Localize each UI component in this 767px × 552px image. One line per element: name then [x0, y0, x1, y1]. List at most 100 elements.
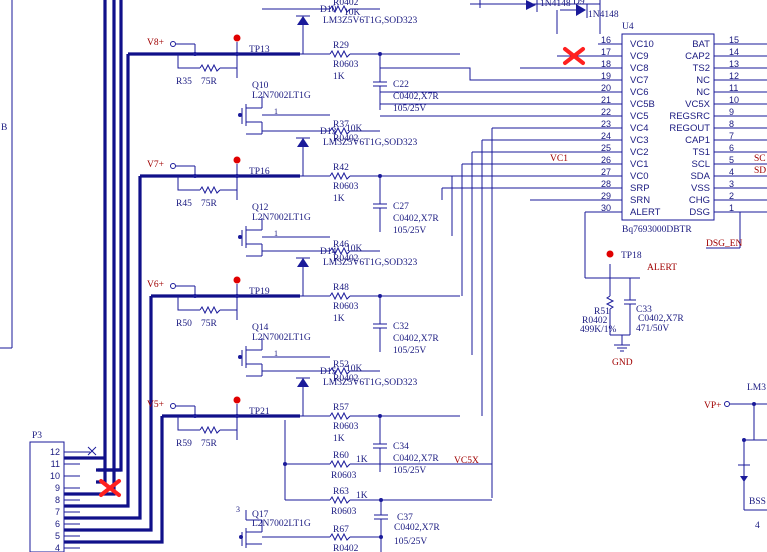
- pin-name: ALERT: [630, 207, 661, 218]
- gnd-label: GND: [612, 358, 633, 368]
- gate-resistor-ref: R45: [176, 199, 192, 209]
- drain-resistor-ref: R52: [333, 360, 349, 370]
- r51-pkg: R0402: [582, 316, 608, 326]
- drain-resistor-ref: R46: [333, 240, 349, 250]
- pin-name: CHG: [689, 195, 710, 206]
- pin-name: VC1: [630, 159, 648, 170]
- pin-number: 22: [601, 107, 611, 117]
- pin-name: VC8: [630, 63, 648, 74]
- fet-part: L2N7002LT1G: [252, 213, 311, 223]
- pin-number: 18: [601, 59, 611, 69]
- pin-number: 14: [729, 47, 739, 57]
- diode-left-part: 1N4148: [540, 0, 571, 9]
- r63-value: 1K: [356, 491, 368, 501]
- diode-d9-symbol: [576, 4, 586, 16]
- zener-part: LM3Z5V6T1G,SOD323: [323, 16, 417, 26]
- pin-name: VC2: [630, 147, 648, 158]
- c33-ref: C33: [636, 305, 652, 315]
- probe-marks: [99, 47, 585, 497]
- pin-name: SRP: [630, 183, 650, 194]
- pin-name: DSG: [689, 207, 710, 218]
- series-resistor-ref: R29: [333, 41, 349, 51]
- supply-label: V5+: [147, 400, 164, 410]
- pin-number: 16: [601, 35, 611, 45]
- pin-number: 21: [601, 95, 611, 105]
- ic-input-nets: [380, 43, 640, 498]
- test-point-probe[interactable]: [233, 34, 241, 42]
- series-resistor-ref: R57: [333, 403, 349, 413]
- r60-pkg: R0603: [331, 471, 357, 481]
- ic-ref: U4: [622, 22, 634, 32]
- pin-number: 29: [601, 191, 611, 201]
- zener-ref: D15: [320, 367, 337, 377]
- pin-number: 23: [601, 119, 611, 129]
- probe-cross-conn-icon: [99, 479, 121, 497]
- pin-name: TS1: [693, 147, 710, 158]
- pin-name: SDA: [690, 171, 710, 182]
- zener-part: LM3Z5V6T1G,SOD323: [323, 378, 417, 388]
- pin-name: VSS: [691, 183, 710, 194]
- zener-icon: [297, 138, 309, 147]
- cap-ref: C32: [393, 322, 409, 332]
- connector-body: [29, 441, 65, 552]
- c37-ref: C37: [397, 513, 413, 523]
- cap-value: 105/25V: [393, 104, 426, 114]
- zener-icon: [297, 378, 309, 387]
- ic-output-nets: [706, 43, 767, 249]
- test-point-probe[interactable]: [233, 156, 241, 164]
- svg-text:1: 1: [274, 107, 278, 116]
- zener-ref: D14: [320, 247, 337, 257]
- pin-number: 4: [729, 167, 734, 177]
- right-part-partial: BSS: [749, 497, 766, 507]
- connector-pin-4: 4: [55, 543, 60, 552]
- r51-ref: R51: [594, 307, 610, 317]
- fet-ref: Q14: [252, 323, 269, 333]
- test-point-label: TP21: [249, 407, 270, 417]
- pin-name: VC5B: [630, 99, 655, 110]
- pin-number: 25: [601, 143, 611, 153]
- c33-pkg: C0402,X7R: [638, 314, 684, 324]
- drain-resistor-value: 10K: [346, 244, 363, 254]
- pin-number: 28: [601, 179, 611, 189]
- cap-pkg: C0402,X7R: [393, 334, 439, 344]
- diodes-top: 1N4148 D9 1N4148: [470, 0, 619, 34]
- test-point-label: TP19: [249, 287, 270, 297]
- cap-ref: C22: [393, 80, 409, 90]
- drain-resistor-pkg: R0402: [333, 254, 359, 264]
- test-point-probe[interactable]: [233, 276, 241, 284]
- r51-value: 499K/1%: [580, 325, 617, 335]
- svg-text:3: 3: [236, 505, 240, 514]
- connector-pin-8: 8: [55, 495, 60, 505]
- diode-d9-ref: D9: [573, 0, 585, 7]
- pin-number: 7: [729, 131, 734, 141]
- pin-number: 3: [729, 179, 734, 189]
- connector-pin-5: 5: [55, 531, 60, 541]
- pin-number: 11: [729, 83, 738, 93]
- cap-value: 105/25V: [393, 346, 426, 356]
- pin-name: REGSRC: [669, 111, 710, 122]
- drain-resistor-value: 10K: [344, 8, 361, 18]
- pin-name: BAT: [692, 39, 710, 50]
- test-point-label: TP16: [249, 167, 270, 177]
- zener-part: LM3Z5V6T1G,SOD323: [323, 258, 417, 268]
- series-resistor-value: 1K: [333, 72, 345, 82]
- drain-resistor-value: 10K: [346, 124, 363, 134]
- pin-number: 1: [729, 203, 734, 213]
- gate-resistor-ref: R35: [176, 77, 192, 87]
- test-point-probe[interactable]: [233, 396, 241, 404]
- pin-number: 13: [729, 59, 739, 69]
- tp18-probe[interactable]: [606, 250, 614, 258]
- diode-d9-part: 1N4148: [588, 10, 619, 20]
- cap-pkg: C0402,X7R: [393, 214, 439, 224]
- r63-ref: R63: [333, 487, 349, 497]
- cap-pkg: C0402,X7R: [393, 454, 439, 464]
- c37-pkg: C0402,X7R: [394, 523, 440, 533]
- pin-name: VC5X: [685, 99, 710, 110]
- r63-pkg: R0603: [331, 507, 357, 517]
- pin-name: SCL: [692, 159, 710, 170]
- pin-name: VC0: [630, 171, 648, 182]
- gate-resistor-value: 75R: [201, 199, 218, 209]
- pin-name: VC5: [630, 111, 648, 122]
